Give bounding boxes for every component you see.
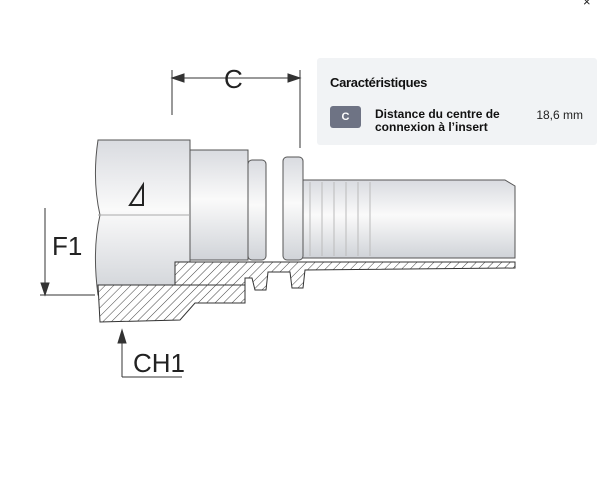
dim-f1-label: F1 [52, 231, 82, 261]
section-hatch [97, 261, 516, 323]
hose-tail [299, 179, 516, 259]
dimension-badge: C [330, 106, 361, 128]
panel-title: Caractéristiques [330, 75, 428, 90]
dimension-c [170, 70, 302, 148]
dim-ch1-label: CH1 [133, 348, 185, 378]
dimension-ch1 [117, 328, 182, 378]
close-icon[interactable]: × [583, 0, 591, 9]
dimension-f1 [40, 208, 95, 297]
characteristic-value: 18,6 mm [536, 108, 583, 122]
nut [94, 139, 191, 296]
collars [189, 149, 304, 261]
characteristics-panel: Caractéristiques C Distance du centre de… [317, 58, 597, 145]
dim-c-label: C [224, 64, 243, 94]
characteristic-label: Distance du centre de connexion à l’inse… [375, 107, 500, 134]
